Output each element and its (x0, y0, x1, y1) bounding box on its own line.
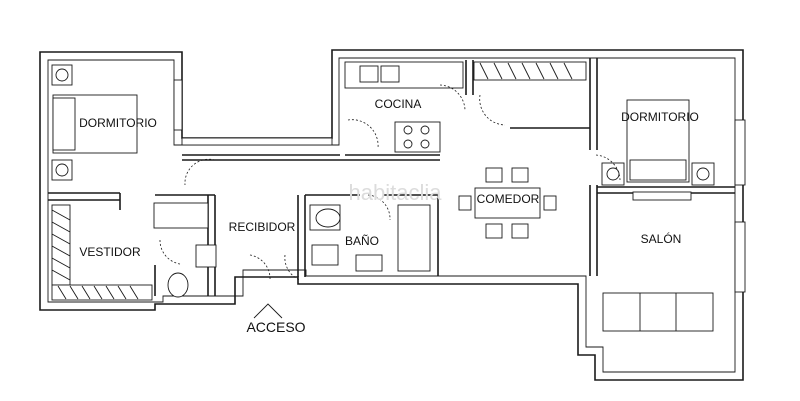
windows (173, 79, 746, 293)
room-label-recibidor: RECIBIDOR (229, 220, 296, 234)
sofa (602, 292, 714, 332)
entrance-label: ACCESO (246, 319, 305, 335)
room-label-salon: SALÓN (641, 231, 682, 246)
room-label-dormitorio-left: DORMITORIO (79, 116, 157, 130)
room-label-vestidor: VESTIDOR (79, 245, 141, 259)
dining-table (458, 167, 557, 239)
interior-walls (48, 58, 735, 296)
door-swings (159, 84, 621, 281)
bed-left (51, 64, 138, 181)
room-label-bano: BAÑO (345, 234, 379, 248)
room-label-comedor: COMEDOR (477, 192, 540, 206)
room-label-cocina: COCINA (375, 97, 422, 111)
watermark-text: habitaclia (349, 180, 443, 205)
kitchen-fixtures (344, 61, 464, 153)
bathroom-fixtures (153, 202, 431, 298)
room-label-dormitorio-right: DORMITORIO (621, 110, 699, 124)
bed-right (601, 99, 715, 201)
entrance-arrow (253, 303, 283, 319)
closets (51, 61, 587, 301)
